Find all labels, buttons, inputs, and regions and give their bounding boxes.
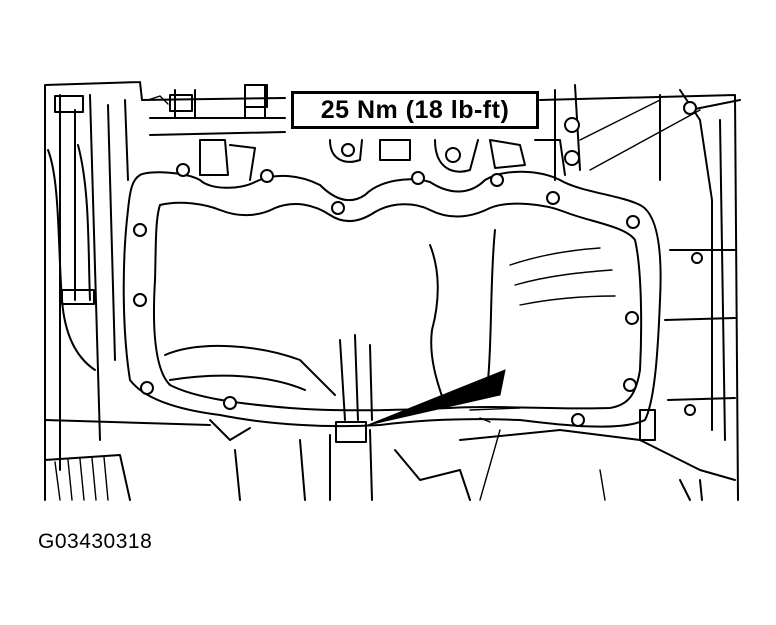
housing-bosses	[199, 139, 566, 181]
perimeter-bolts	[133, 101, 703, 427]
torque-callout: 25 Nm (18 lb-ft)	[291, 91, 539, 129]
engine-surroundings	[44, 81, 741, 501]
pointer-arrow	[367, 369, 506, 426]
oil-pan-flange	[122, 170, 662, 428]
oil-pan-body-details	[164, 229, 616, 443]
figure-id-label: G03430318	[38, 530, 153, 553]
oil-pan-inner-edge	[152, 201, 643, 412]
